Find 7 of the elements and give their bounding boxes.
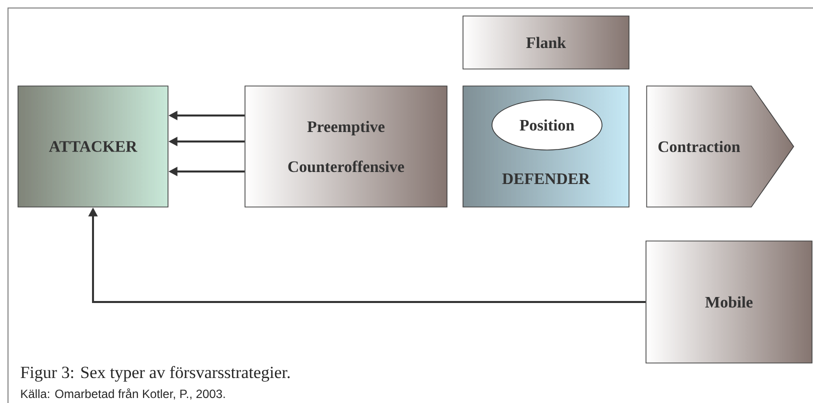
strategy-box: Preemptive Counteroffensive <box>244 86 448 208</box>
source-note: Källa: Omarbetad från Kotler, P., 2003. <box>21 388 225 400</box>
caption: Figur 3: Sex typer av försvarsstrategier. <box>20 366 290 382</box>
strategy-box: Flank <box>462 16 630 70</box>
chevron-box: Contraction <box>646 86 794 208</box>
strategy-box: Mobile <box>646 240 812 364</box>
strategy-box: ATTACKER <box>18 86 168 208</box>
